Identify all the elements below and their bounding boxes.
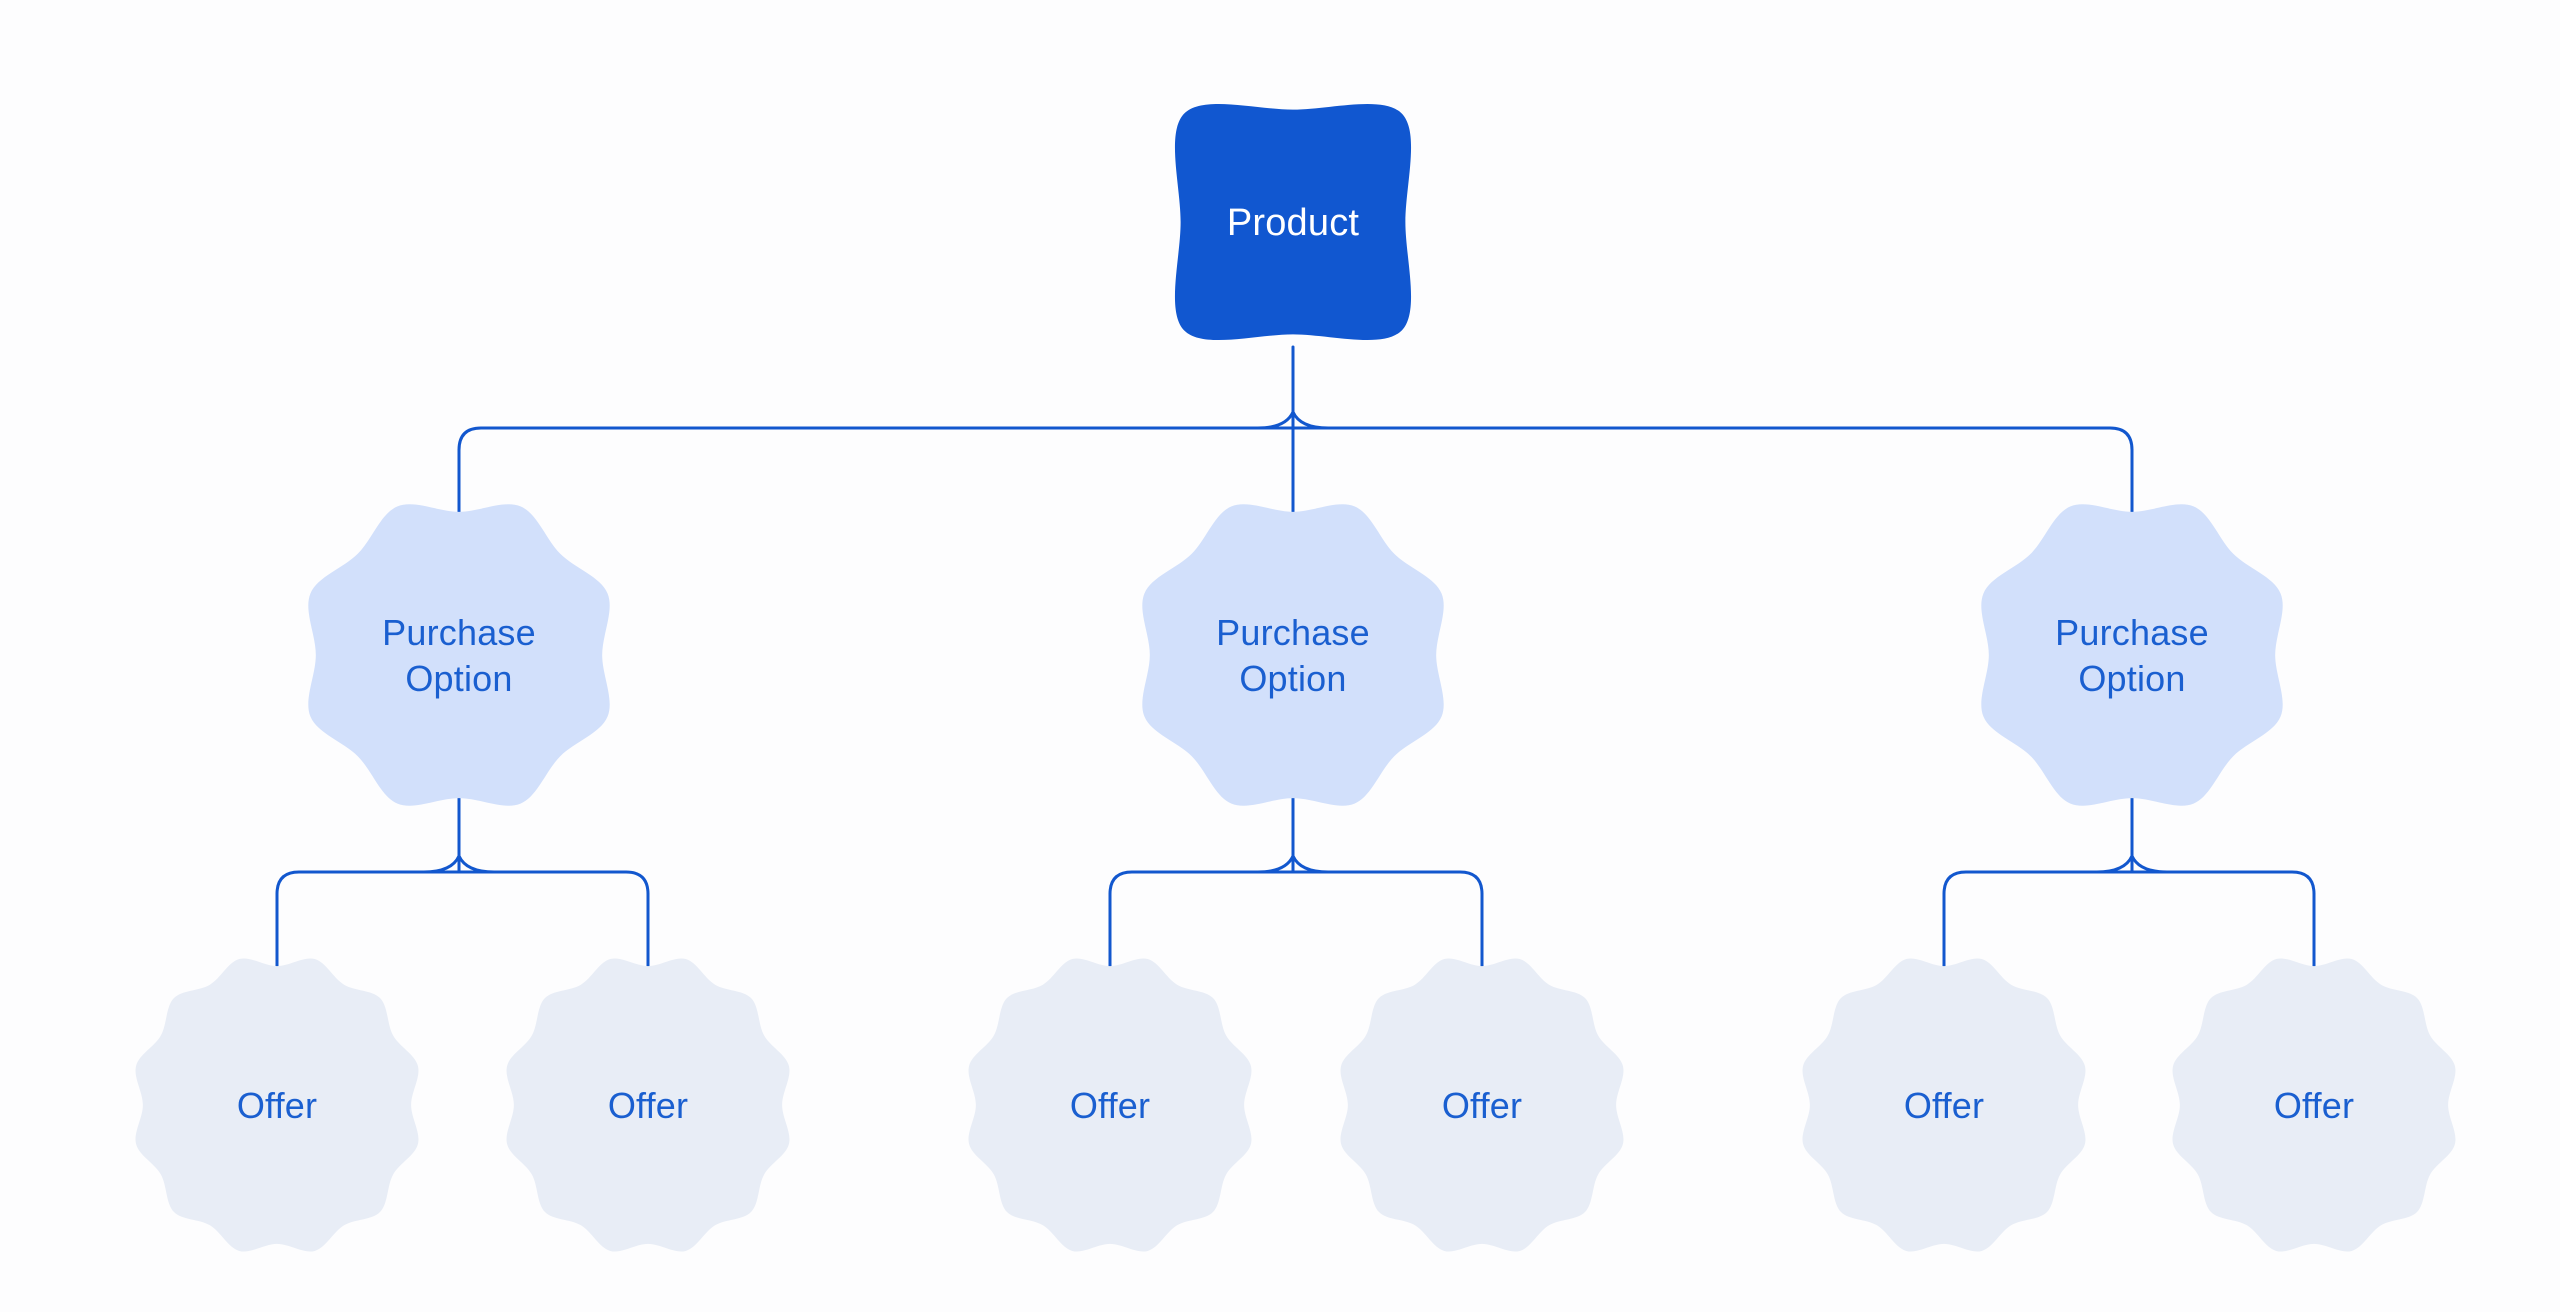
node-offer-5[interactable]: Offer (1802, 958, 2086, 1252)
node-offer-6[interactable]: Offer (2172, 958, 2456, 1252)
node-offer-2[interactable]: Offer (506, 958, 790, 1252)
connector-layer (275, 345, 2316, 972)
node-product[interactable]: Product (1174, 103, 1412, 341)
purchase-option-blob-shape (308, 504, 610, 806)
product-blob-shape (1174, 103, 1412, 341)
node-offer-4[interactable]: Offer (1340, 958, 1624, 1252)
offer-scallop-shape (1340, 958, 1624, 1252)
offer-scallop-shape (135, 958, 419, 1252)
offer-scallop-shape (2172, 958, 2456, 1252)
offer-scallop-shape (506, 958, 790, 1252)
offer-scallop-shape (1802, 958, 2086, 1252)
purchase-option-blob-shape (1981, 504, 2283, 806)
node-offer-1[interactable]: Offer (135, 958, 419, 1252)
node-offer-3[interactable]: Offer (968, 958, 1252, 1252)
purchase-option-blob-shape (1142, 504, 1444, 806)
offer-scallop-shape (968, 958, 1252, 1252)
